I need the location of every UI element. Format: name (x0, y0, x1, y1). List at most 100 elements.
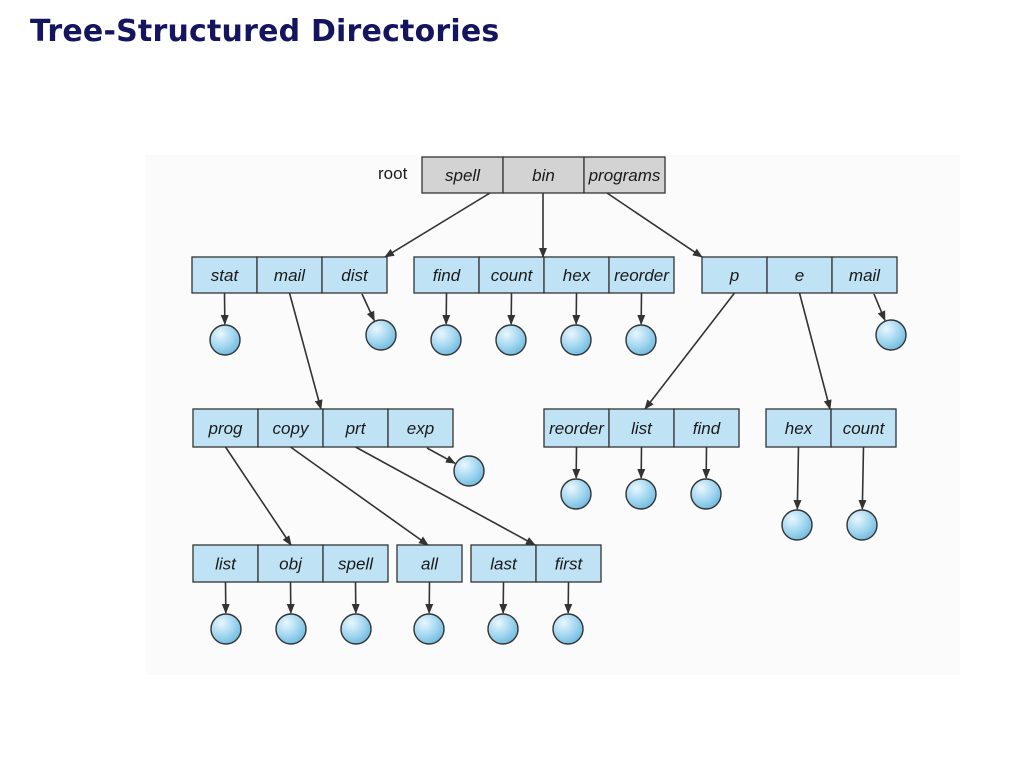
entry-label: find (433, 266, 461, 285)
entry-p-find[interactable]: find (673, 408, 740, 448)
edge-spell-dist-to-file (361, 293, 375, 322)
entry-label: list (215, 555, 237, 574)
entry-label: programs (588, 166, 661, 185)
entry-label: exp (407, 419, 434, 438)
root-label: root (378, 164, 408, 183)
entry-label: stat (211, 266, 240, 285)
entry-cell (608, 256, 675, 294)
edge-programs-to-p (644, 292, 736, 410)
edge-mail-to-prt (355, 446, 536, 546)
entry-cell (502, 156, 585, 194)
file-node-prog-spell[interactable] (340, 613, 372, 645)
entry-bin-hex[interactable]: hex (543, 256, 610, 294)
edge-e-count-to-file (858, 446, 867, 511)
entry-prog-spell[interactable]: spell (322, 544, 389, 583)
file-node-programs-mail[interactable] (875, 319, 907, 351)
entry-label: mail (849, 266, 881, 285)
entry-copy-all[interactable]: all (396, 544, 463, 583)
entry-cell (322, 408, 389, 448)
directory-p: reorder list find (543, 408, 740, 448)
entry-programs-e[interactable]: e (766, 256, 833, 294)
entry-mail-copy[interactable]: copy (257, 408, 324, 448)
edge-programs-mail-to-file (873, 293, 886, 322)
entry-cell (673, 408, 740, 448)
entry-programs-mail[interactable]: mail (831, 256, 898, 294)
entry-p-reorder[interactable]: reorder (543, 408, 610, 448)
entry-bin-reorder[interactable]: reorder (608, 256, 675, 294)
entry-root-bin[interactable]: bin (502, 156, 585, 194)
entry-cell (831, 256, 898, 294)
entry-label: dist (341, 266, 369, 285)
entry-prog-list[interactable]: list (192, 544, 259, 583)
entry-label: reorder (549, 419, 605, 438)
entry-label: find (693, 419, 721, 438)
file-node-spell-dist[interactable] (365, 319, 397, 351)
entry-label: p (729, 266, 739, 285)
entry-label: list (631, 419, 653, 438)
entry-cell (701, 256, 768, 294)
entry-cell (387, 408, 454, 448)
entry-label: copy (273, 419, 310, 438)
page-title: Tree-Structured Directories (30, 14, 500, 49)
file-node-p-find[interactable] (690, 478, 722, 510)
edge-e-hex-to-file (793, 446, 802, 511)
entry-programs-p[interactable]: p (701, 256, 768, 294)
directory-root: spell bin programs (421, 156, 666, 194)
entry-label: last (490, 555, 518, 574)
file-node-spell-stat[interactable] (209, 324, 241, 356)
file-node-bin-find[interactable] (430, 324, 462, 356)
entry-label: spell (445, 166, 481, 185)
entry-label: hex (563, 266, 591, 285)
entry-label: first (555, 555, 584, 574)
entry-label: reorder (614, 266, 670, 285)
entry-mail-exp[interactable]: exp (387, 408, 454, 448)
edge-mail-to-copy (290, 446, 429, 546)
entry-label: count (843, 419, 886, 438)
file-node-e-count[interactable] (846, 509, 878, 541)
entry-root-spell[interactable]: spell (421, 156, 504, 194)
file-node-bin-reorder[interactable] (625, 324, 657, 356)
entry-spell-dist[interactable]: dist (321, 256, 388, 294)
entry-spell-stat[interactable]: stat (191, 256, 258, 294)
file-node-prt-last[interactable] (487, 613, 519, 645)
file-node-bin-count[interactable] (495, 324, 527, 356)
entry-label: bin (532, 166, 555, 185)
entry-prog-obj[interactable]: obj (257, 544, 324, 583)
directory-e: hex count (765, 408, 897, 448)
entry-cell (192, 408, 259, 448)
entry-cell (396, 544, 463, 583)
entry-bin-find[interactable]: find (413, 256, 480, 294)
entry-cell (535, 544, 602, 583)
entry-label: count (491, 266, 534, 285)
file-node-prt-first[interactable] (552, 613, 584, 645)
file-node-bin-hex[interactable] (560, 324, 592, 356)
file-node-p-reorder[interactable] (560, 478, 592, 510)
entry-root-programs[interactable]: programs (583, 156, 666, 194)
file-node-mail-exp[interactable] (453, 455, 485, 487)
file-node-prog-obj[interactable] (275, 613, 307, 645)
entry-mail-prog[interactable]: prog (192, 408, 259, 448)
entry-label: hex (785, 419, 813, 438)
directory-bin: find count hex reorder (413, 256, 675, 294)
entry-label: e (795, 266, 804, 285)
entry-e-hex[interactable]: hex (765, 408, 832, 448)
entry-p-list[interactable]: list (608, 408, 675, 448)
entry-spell-mail[interactable]: mail (256, 256, 323, 294)
file-node-prog-list[interactable] (210, 613, 242, 645)
entry-cell (192, 544, 259, 583)
entry-mail-prt[interactable]: prt (322, 408, 389, 448)
entry-bin-count[interactable]: count (478, 256, 545, 294)
file-node-e-hex[interactable] (781, 509, 813, 541)
edge-root-to-programs (606, 192, 703, 258)
entry-cell (765, 408, 832, 448)
entry-prt-last[interactable]: last (470, 544, 537, 583)
edge-root-to-spell (384, 192, 491, 258)
entry-prt-first[interactable]: first (535, 544, 602, 583)
entry-cell (830, 408, 897, 448)
file-node-copy-all[interactable] (413, 613, 445, 645)
entry-e-count[interactable]: count (830, 408, 897, 448)
entry-label: mail (274, 266, 306, 285)
file-node-p-list[interactable] (625, 478, 657, 510)
